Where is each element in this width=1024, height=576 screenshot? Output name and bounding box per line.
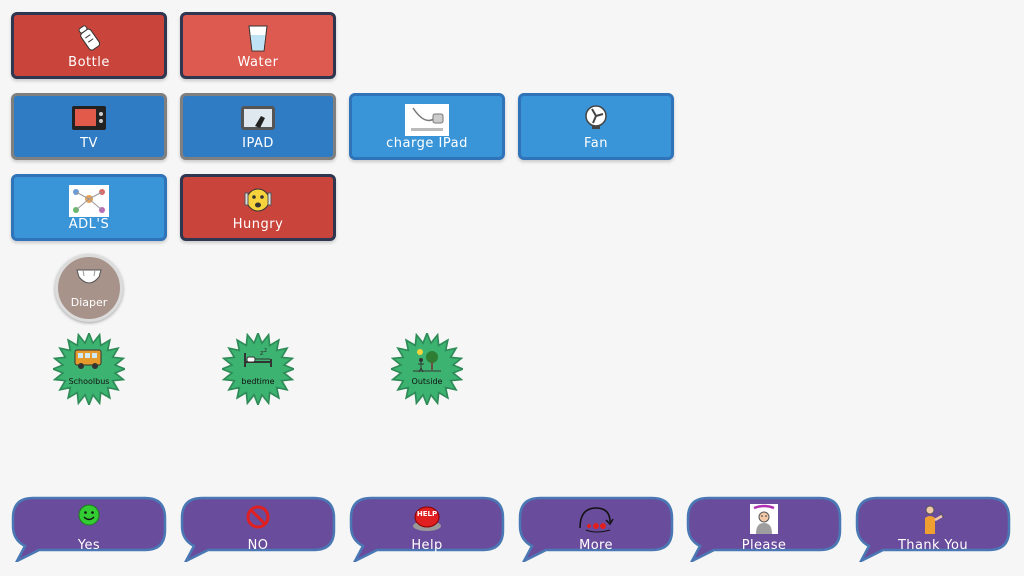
no-button[interactable]: NO [180,496,336,562]
help-label: Help [411,538,443,553]
daily-activities-icon [69,185,109,217]
tablet-icon [239,104,277,134]
bottle-label: Bottle [68,55,110,70]
tv-label: TV [80,136,98,151]
more-label: More [579,538,613,553]
school-bus-icon [74,347,104,375]
yes-label: Yes [77,538,101,553]
water-button[interactable]: Water [180,12,336,79]
fan-icon [583,104,609,130]
please-label: Please [741,538,787,553]
water-glass-icon [245,23,271,53]
diaper-button[interactable]: Diaper [55,254,123,322]
adls-label: ADL'S [68,217,110,232]
outside-label: Outside [411,377,443,386]
svg-text:z: z [260,349,264,357]
diaper-label: Diaper [70,296,108,309]
green-smiley-icon [78,504,100,530]
more-arrow-icon [576,504,616,538]
ipad-button[interactable]: IPAD [180,93,336,160]
schoolbus-button[interactable]: Schoolbus [53,333,125,405]
thank-you-button[interactable]: Thank You [855,496,1011,562]
speech-bubble-shape [180,496,336,562]
bedtime-label: bedtime [241,377,275,386]
baby-bottle-icon [74,23,104,53]
water-label: Water [237,55,279,70]
yes-button[interactable]: Yes [11,496,167,562]
fan-label: Fan [584,136,608,151]
thank-you-person-icon [920,504,946,538]
speech-bubble-shape [11,496,167,562]
hungry-button[interactable]: Hungry [180,174,336,241]
outside-button[interactable]: Outside [391,333,463,405]
star-badge-shape [53,333,125,405]
fan-button[interactable]: Fan [518,93,674,160]
bottle-button[interactable]: Bottle [11,12,167,79]
hungry-label: Hungry [232,217,284,232]
prohibition-icon [245,504,271,534]
charge-ipad-button[interactable]: charge IPad [349,93,505,160]
speech-bubble-shape [518,496,674,562]
please-person-icon [750,504,778,538]
hungry-face-icon [243,185,273,215]
ipad-label: IPAD [242,136,274,151]
help-button[interactable]: HELP Help [349,496,505,562]
television-icon [71,104,107,132]
more-button[interactable]: More [518,496,674,562]
no-label: NO [247,538,269,553]
adls-button[interactable]: ADL'S [11,174,167,241]
please-button[interactable]: Please [686,496,842,562]
thank-you-label: Thank You [897,538,969,553]
schoolbus-label: Schoolbus [68,377,110,386]
svg-text:z: z [264,347,267,354]
star-badge-shape [222,333,294,405]
tv-button[interactable]: TV [11,93,167,160]
outdoor-tree-icon [413,347,441,377]
charger-icon [405,104,449,136]
diaper-icon [75,267,103,293]
svg-text:HELP: HELP [417,510,437,518]
star-badge-shape [391,333,463,405]
help-button-icon: HELP [411,504,443,536]
charge-ipad-label: charge IPad [386,136,468,151]
